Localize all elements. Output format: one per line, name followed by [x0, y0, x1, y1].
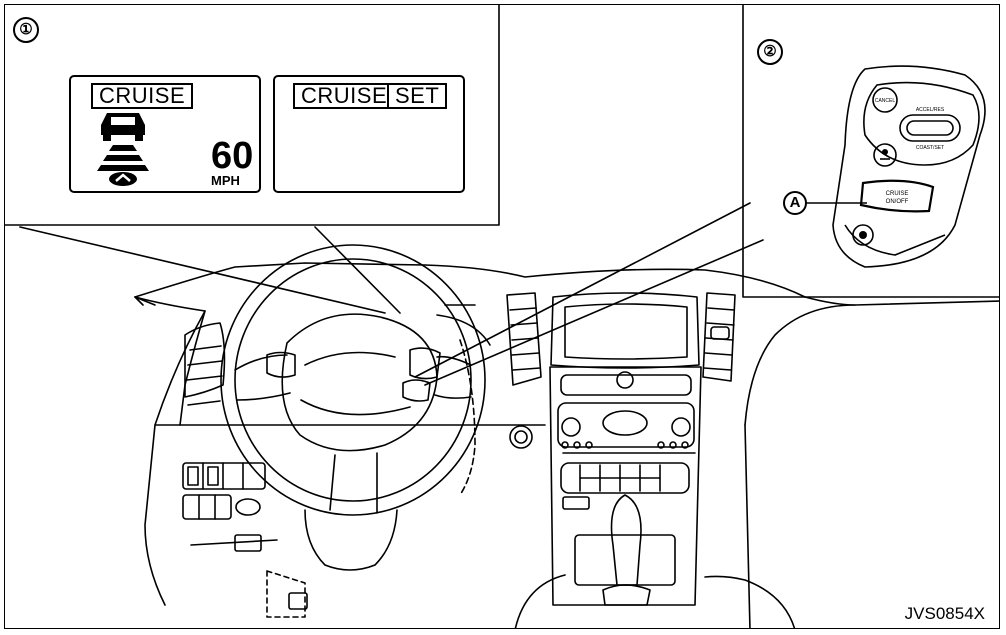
accel-res-text: ACCEL/RES: [916, 107, 945, 113]
coast-set-text: COAST/SET: [916, 145, 944, 151]
steering-wheel-outer: [220, 244, 486, 516]
bottom-spoke: [329, 452, 378, 514]
door-panel: [744, 300, 999, 426]
seat-right: [704, 575, 796, 628]
left-spoke: [234, 354, 288, 371]
accel-coast-switch: [899, 114, 961, 142]
figure-code: JVS0854X: [904, 604, 985, 623]
dashboard-illustration: [5, 5, 999, 628]
cruise-text: CRUISE: [886, 191, 909, 197]
voice-button: [873, 143, 897, 167]
hood-release: [234, 534, 262, 552]
callout-cruise-button: A: [783, 191, 807, 215]
cruise-label: CRUISE: [91, 83, 194, 109]
cruise-onoff-button: [859, 179, 935, 213]
steering-switch-illustration: CANCEL ACCEL/RES COAST/SET CRUISE ON/OFF: [832, 65, 986, 268]
center-vent-right: [702, 292, 736, 382]
dash-knob: [509, 425, 533, 449]
gear-shifter: [610, 494, 642, 586]
leader-line-1b: [314, 226, 401, 314]
seat-left: [514, 574, 566, 628]
cruise-label-2: CRUISE: [293, 83, 396, 109]
cancel-text: CANCEL: [875, 98, 896, 104]
dashboard-top: [134, 262, 806, 298]
leader-line-1a: [19, 226, 386, 314]
steering-wheel-inner: [234, 258, 472, 502]
hazard-button: [616, 371, 634, 389]
onoff-text: ON/OFF: [886, 199, 909, 205]
climate-panel: [560, 462, 690, 494]
inset-display-border: [5, 5, 500, 226]
diagram-frame: ① ② CRUISE 60 MPH CRUISE SET CANCEL: [4, 4, 1000, 629]
knee-panel-dashed: [459, 339, 476, 496]
leader-line-2a: [414, 202, 751, 378]
display-cruise-set: CRUISE SET: [273, 75, 465, 193]
speed-unit: MPH: [211, 173, 240, 188]
leader-a: [801, 202, 867, 204]
dashboard-left: [134, 296, 206, 606]
nav-screen: [564, 303, 688, 360]
vehicle-ahead-icon: [97, 113, 149, 186]
pedal-dashed: [266, 570, 306, 618]
steering-hub: [281, 313, 438, 452]
storage-tray: [574, 534, 676, 586]
cancel-button: [872, 87, 898, 113]
center-stack: [549, 366, 702, 606]
display-cruise-indicator: CRUISE 60 MPH: [69, 75, 261, 193]
leader-line-2b: [424, 239, 764, 386]
set-label: SET: [387, 83, 448, 109]
center-vent-left: [506, 292, 542, 386]
switch-panel-2: [182, 494, 232, 520]
steering-column: [304, 509, 398, 571]
set-speed-value: 60: [211, 135, 254, 177]
callout-switch: ②: [757, 39, 783, 65]
callout-display: ①: [13, 17, 39, 43]
switch-panel-1: [182, 462, 266, 490]
pedal: [288, 592, 308, 610]
inset-switch-border: [742, 5, 999, 298]
